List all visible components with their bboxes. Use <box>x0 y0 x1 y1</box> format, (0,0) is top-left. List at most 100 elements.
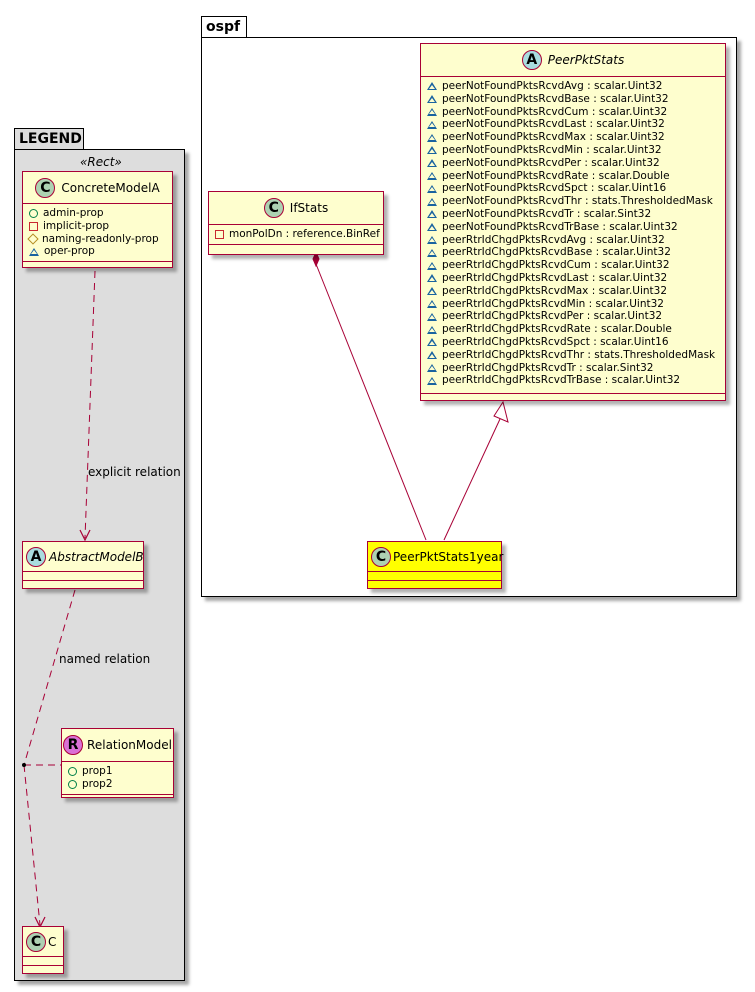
named-relation-label: named relation <box>59 652 151 666</box>
attribute-row: admin-prop <box>29 207 166 220</box>
private-visibility-icon <box>215 229 224 239</box>
attribute-row: peerNotFoundPktsRcvdMin : scalar.Uint32 <box>427 144 719 157</box>
package-visibility-icon <box>427 146 437 155</box>
class-concrete-model-a[interactable]: C ConcreteModelA admin-prop implicit-pro… <box>22 171 173 268</box>
attribute-row: peerNotFoundPktsRcvdTrBase : scalar.Uint… <box>427 221 719 234</box>
attribute-row: peerNotFoundPktsRcvdMax : scalar.Uint32 <box>427 131 719 144</box>
package-visibility-icon <box>427 223 437 232</box>
class-name: C <box>48 934 57 949</box>
ospf-package-name: ospf <box>206 19 241 35</box>
attribute-row: peerRtrIdChgdPktsRcvdLast : scalar.Uint3… <box>427 272 719 285</box>
attribute-row: implicit-prop <box>29 220 166 233</box>
attribute-row: peerRtrIdChgdPktsRcvdMin : scalar.Uint32 <box>427 298 719 311</box>
attribute-row: peerRtrIdChgdPktsRcvdSpct : scalar.Uint1… <box>427 336 719 349</box>
attribute-row: prop2 <box>68 778 167 791</box>
package-visibility-icon <box>427 171 437 180</box>
attribute-row: peerNotFoundPktsRcvdPer : scalar.Uint32 <box>427 157 719 170</box>
methods-compartment <box>23 581 143 589</box>
ospf-package-tab: ospf <box>201 16 247 38</box>
package-visibility-icon <box>427 261 437 270</box>
class-relation-model[interactable]: R RelationModel prop1 prop2 <box>61 728 174 798</box>
class-name: PeerPktStats1year <box>393 549 504 564</box>
package-visibility-icon <box>427 376 437 385</box>
package-visibility-icon <box>427 197 437 206</box>
class-peer-pkt-stats[interactable]: A PeerPktStats peerNotFoundPktsRcvdAvg :… <box>420 43 726 401</box>
attribute-row: peerNotFoundPktsRcvdThr : stats.Threshol… <box>427 195 719 208</box>
package-visibility-icon <box>427 120 437 129</box>
class-abstract-model-b[interactable]: A AbstractModelB <box>22 541 144 589</box>
package-visibility-icon <box>427 235 437 244</box>
package-visibility-icon <box>29 247 39 256</box>
attribute-row: oper-prop <box>29 245 166 258</box>
class-c-icon: C <box>371 546 391 567</box>
attributes-compartment <box>23 957 63 966</box>
package-visibility-icon <box>427 95 437 104</box>
attribute-row: peerRtrIdChgdPktsRcvdAvg : scalar.Uint32 <box>427 234 719 247</box>
class-name: ConcreteModelA <box>61 180 160 195</box>
attribute-row: peerNotFoundPktsRcvdCum : scalar.Uint32 <box>427 106 719 119</box>
attribute-row: peerRtrIdChgdPktsRcvdTr : scalar.Sint32 <box>427 362 719 375</box>
public-visibility-icon <box>68 779 77 789</box>
methods-compartment <box>368 581 501 589</box>
class-ifstats[interactable]: C IfStats monPolDn : reference.BinRef <box>208 191 384 255</box>
methods-compartment <box>421 394 725 402</box>
package-visibility-icon <box>427 274 437 283</box>
attribute-row: peerNotFoundPktsRcvdTr : scalar.Sint32 <box>427 208 719 221</box>
class-c-icon: C <box>35 177 56 198</box>
class-c-icon: C <box>263 198 284 218</box>
legend-package-name: LEGEND <box>19 131 82 147</box>
package-visibility-icon <box>427 299 437 308</box>
class-peer-pkt-stats-1year[interactable]: C PeerPktStats1year <box>367 541 504 589</box>
attribute-row: peerRtrIdChgdPktsRcvdBase : scalar.Uint3… <box>427 246 719 259</box>
package-visibility-icon <box>427 312 437 321</box>
abstract-a-icon: A <box>521 50 542 70</box>
attribute-row: peerRtrIdChgdPktsRcvdCum : scalar.Uint32 <box>427 259 719 272</box>
package-visibility-icon <box>427 184 437 193</box>
package-visibility-icon <box>427 107 437 116</box>
package-visibility-icon <box>427 325 437 334</box>
class-name: IfStats <box>289 201 329 215</box>
package-visibility-icon <box>427 82 437 91</box>
methods-compartment <box>23 262 172 270</box>
package-visibility-icon <box>427 363 437 372</box>
protected-visibility-icon <box>27 233 39 245</box>
attribute-row: peerNotFoundPktsRcvdRate : scalar.Double <box>427 170 719 183</box>
package-visibility-icon <box>427 159 437 168</box>
attribute-row: prop1 <box>68 765 167 778</box>
methods-compartment <box>23 966 63 974</box>
class-name: PeerPktStats <box>547 53 625 67</box>
public-visibility-icon <box>68 766 77 776</box>
legend-stereotype: «Rect» <box>80 155 122 169</box>
class-name: AbstractModelB <box>49 549 144 564</box>
package-visibility-icon <box>427 133 437 142</box>
attribute-row: peerRtrIdChgdPktsRcvdMax : scalar.Uint32 <box>427 285 719 298</box>
package-visibility-icon <box>427 248 437 257</box>
methods-compartment <box>62 795 173 803</box>
attribute-row: peerRtrIdChgdPktsRcvdPer : scalar.Uint32 <box>427 310 719 323</box>
package-visibility-icon <box>427 287 437 296</box>
abstract-a-icon: A <box>26 546 46 567</box>
attribute-row: peerNotFoundPktsRcvdLast : scalar.Uint32 <box>427 118 719 131</box>
attribute-row: peerRtrIdChgdPktsRcvdThr : stats.Thresho… <box>427 349 719 362</box>
attribute-row: peerNotFoundPktsRcvdBase : scalar.Uint32 <box>427 93 719 106</box>
methods-compartment <box>209 245 383 253</box>
attribute-row: naming-readonly-prop <box>27 233 166 246</box>
relation-r-icon: R <box>63 735 84 755</box>
attribute-row: peerNotFoundPktsRcvdAvg : scalar.Uint32 <box>427 80 719 93</box>
attribute-row: peerRtrIdChgdPktsRcvdRate : scalar.Doubl… <box>427 323 719 336</box>
package-visibility-icon <box>427 210 437 219</box>
public-visibility-icon <box>29 208 38 218</box>
private-visibility-icon <box>29 221 38 231</box>
package-visibility-icon <box>427 338 437 347</box>
class-c[interactable]: C C <box>22 926 64 974</box>
attributes-compartment <box>368 572 501 581</box>
attribute-row: peerRtrIdChgdPktsRcvdTrBase : scalar.Uin… <box>427 374 719 387</box>
attribute-row: peerNotFoundPktsRcvdSpct : scalar.Uint16 <box>427 182 719 195</box>
class-name: RelationModel <box>87 738 172 752</box>
class-c-icon: C <box>26 931 46 952</box>
attribute-row: monPolDn : reference.BinRef <box>215 228 380 241</box>
attributes-compartment <box>23 572 143 581</box>
explicit-relation-label: explicit relation <box>88 465 181 479</box>
legend-package-tab: LEGEND <box>14 128 84 150</box>
